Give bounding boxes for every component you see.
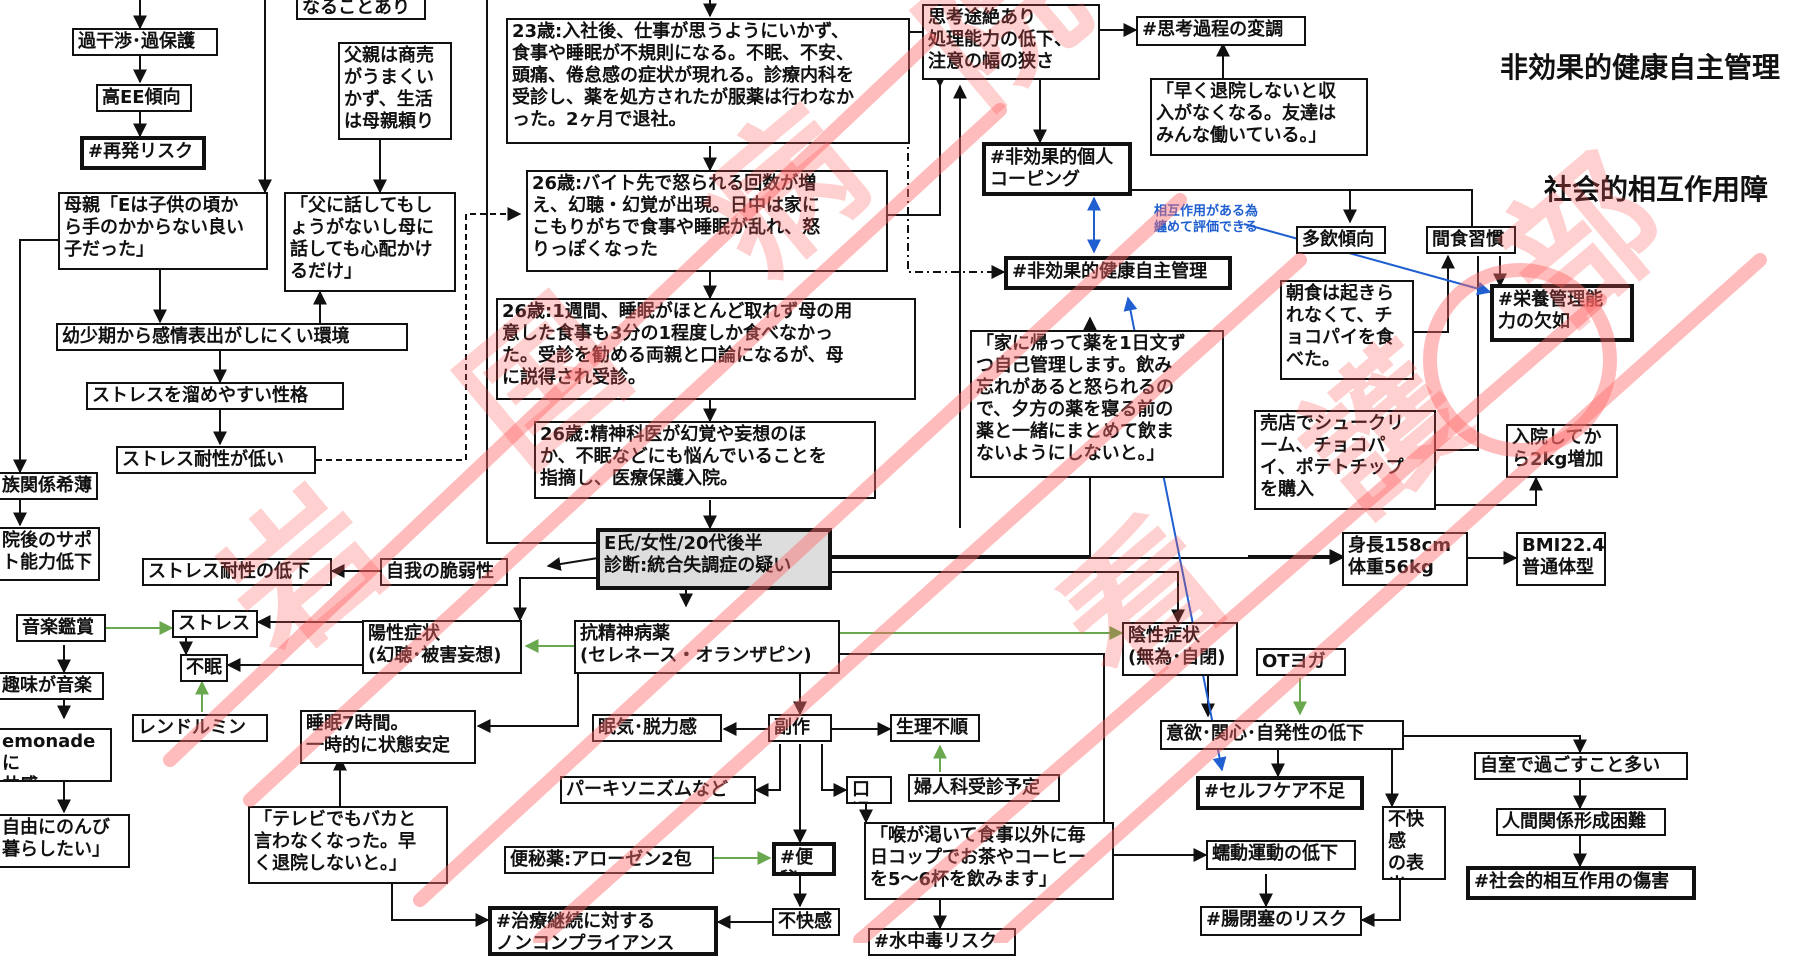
edge bbox=[391, 868, 490, 927]
edge bbox=[1434, 256, 1479, 451]
edge bbox=[13, 239, 58, 474]
node-yousei: 陽性症状 (幻聴･被害妄想) bbox=[362, 620, 522, 674]
edge bbox=[907, 135, 1006, 279]
node-iyoku: 意欲･関心･自発性の低下 bbox=[1160, 720, 1404, 750]
node-stress: ストレス bbox=[172, 610, 258, 638]
node-kenkou: #非効果的健康自主管理 bbox=[1004, 256, 1232, 290]
node-shikou-hencho: #思考過程の変調 bbox=[1136, 16, 1306, 46]
edge bbox=[476, 655, 579, 733]
node-kousei: 抗精神病薬 (セレネース・オランザピン) bbox=[574, 620, 840, 674]
node-ningen: 人間関係形成困難 bbox=[1496, 808, 1666, 836]
node-jishitsu: 自室で過ごすこと多い bbox=[1474, 752, 1688, 780]
node-saihatsu: #再発リスク bbox=[80, 136, 206, 170]
node-hayaku: 「早く退院しないと収 入がなくなる。友達は みんな働いている。」 bbox=[1150, 78, 1368, 156]
node-patient: E氏/女性/20代後半 診断:統合失調症の疑い bbox=[596, 528, 832, 590]
edge bbox=[830, 571, 1185, 624]
node-nodo: 「喉が渇いて食事以外に毎 日コップでお茶やコーヒー を5〜6杯を飲みます」 bbox=[864, 822, 1114, 900]
node-shakai: #社会的相互作用の傷害 bbox=[1466, 866, 1696, 900]
edge bbox=[1404, 735, 1587, 754]
node-zeijaku: 自我の脆弱性 bbox=[380, 558, 508, 586]
node-lemonade: emonadeに 共感 bbox=[0, 728, 112, 782]
node-youshouki: 幼少期から感情表出がしにくい環境 bbox=[56, 323, 408, 351]
edge-blue bbox=[1243, 223, 1492, 296]
edge bbox=[1434, 476, 1543, 506]
node-stress-tame: ストレスを溜めやすい性格 bbox=[86, 382, 344, 410]
node-nyuuin: 入院してか ら2kg増加 bbox=[1506, 424, 1618, 478]
node-suimin: 睡眠7時間。 一時的に状態安定 bbox=[300, 710, 476, 764]
node-tainin: 多飲傾向 bbox=[1296, 226, 1386, 254]
node-baiten: 売店でシュークリ ーム、チョコパ イ、ポテトチップ を購入 bbox=[1254, 410, 1436, 510]
node-fumin: 不眠 bbox=[180, 654, 228, 682]
node-suichu: #水中毒リスク bbox=[868, 928, 1016, 956]
node-benpiyaku: 便秘薬:アローゼン2包 bbox=[504, 846, 714, 874]
node-jiyuu: 自由にのんび 暮らしたい」 bbox=[0, 814, 130, 868]
title-social-interaction: 社会的相互作用障 bbox=[1544, 173, 1769, 206]
node-terebi: 「テレビでもバカと 言わなくなった。早 く退院しないと。」 bbox=[248, 806, 448, 884]
node-benpi: #便秘 bbox=[772, 842, 836, 876]
node-kojin: #非効果的個人 コーピング bbox=[982, 142, 1132, 196]
node-age26b: 26歳:1週間、睡眠がほとんど取れず母の用 意した食事も3分の1程度しか食べなか… bbox=[496, 298, 916, 400]
edge bbox=[546, 557, 599, 571]
title-non-effective-health: 非効果的健康自主管理 bbox=[1500, 51, 1781, 84]
edge bbox=[513, 577, 598, 622]
node-ie: 「家に帰って薬を1日文ず つ自己管理します。飲み 忘れがあると怒られるの で、夕… bbox=[970, 330, 1224, 478]
node-highee: 高EE傾向 bbox=[96, 84, 192, 112]
node-choushoku: 朝食は起きら れなくて、チ ョコパイを食 べた。 bbox=[1280, 280, 1414, 380]
node-fukai: 不快感 bbox=[772, 908, 840, 936]
node-age23: 23歳:入社後、仕事が思うようにいかず、 食事や睡眠が不規則になる。不眠、不安、… bbox=[506, 18, 910, 144]
node-selfcare: #セルフケア不足 bbox=[1196, 776, 1364, 810]
node-hahaoya: 母親「Eは子供の頃か ら手のかからない良い 子だった」 bbox=[58, 192, 268, 270]
node-kouka: 口渇 bbox=[846, 776, 892, 804]
node-eiyou: #栄養管理能 力の欠如 bbox=[1490, 284, 1634, 342]
node-insei: 陰性症状 (無為･自閉) bbox=[1122, 622, 1238, 676]
node-naru: なることあり bbox=[296, 0, 426, 20]
node-shikou: 思考途絶あり 処理能力の低下、 注意の幅の狭さ bbox=[922, 4, 1100, 80]
edge bbox=[838, 653, 1208, 862]
edge bbox=[821, 744, 848, 797]
edge bbox=[754, 744, 781, 797]
node-parkin: パーキソニズムなど bbox=[560, 776, 756, 804]
edge bbox=[486, 0, 596, 544]
node-support: 院後のサポ ト能力低下 bbox=[0, 527, 100, 581]
node-stress-hikui: ストレス耐性が低い bbox=[116, 446, 316, 474]
node-fushin: 父親は商売 がうまくい かず、生活 は母親頼り bbox=[338, 42, 452, 140]
node-bmi: BMI22.4 普通体型 bbox=[1516, 532, 1606, 586]
node-kakanshou: 過干渉･過保護 bbox=[72, 28, 218, 56]
node-chichi: 「父に話してもし ょうがないし母に 話しても心配かけ るだけ」 bbox=[284, 192, 456, 292]
node-ot: OTヨガ bbox=[1256, 648, 1346, 676]
node-ongaku: 音楽鑑賞 bbox=[16, 614, 106, 642]
node-shumi: 趣味が音楽 bbox=[0, 672, 104, 700]
edge bbox=[1132, 189, 1479, 242]
edge bbox=[316, 207, 522, 461]
node-stress-teika: ストレス耐性の低下 bbox=[142, 558, 332, 586]
node-zendou: 蠕動運動の低下 bbox=[1206, 840, 1356, 870]
node-seiri: 生理不順 bbox=[890, 714, 980, 742]
node-age26a: 26歳:バイト先で怒られる回数が増 え、幻聴・幻覚が出現。日中は家に こもりがち… bbox=[526, 170, 888, 272]
edge bbox=[1360, 880, 1401, 927]
node-fujin: 婦人科受診予定 bbox=[908, 774, 1060, 802]
blue-annotation: 相互作用がある為 纏めて評価できる bbox=[1154, 204, 1259, 235]
node-chouheisoku: #腸閉塞のリスク bbox=[1200, 906, 1362, 936]
node-fukusayou: 副作用 bbox=[768, 714, 832, 742]
node-rendo: レンドルミン bbox=[132, 714, 268, 742]
node-kazoku: 族関係希薄 bbox=[0, 472, 98, 500]
node-nemuke: 眠気･脱力感 bbox=[592, 714, 722, 742]
edge bbox=[1412, 254, 1455, 333]
node-chiryou: #治療継続に対する ノンコンプライアンス bbox=[488, 906, 718, 956]
node-shinchou: 身長158cm 体重56kg bbox=[1342, 532, 1468, 586]
node-fukai-hyoushutsu: 不快感 の表出 の遅れ bbox=[1382, 806, 1446, 880]
node-kanshoku: 間食習慣 bbox=[1426, 226, 1516, 254]
node-age26c: 26歳:精神科医が幻覚や妄想のほ か、不眠などにも悩んでいることを 指摘し、医療… bbox=[534, 421, 876, 499]
